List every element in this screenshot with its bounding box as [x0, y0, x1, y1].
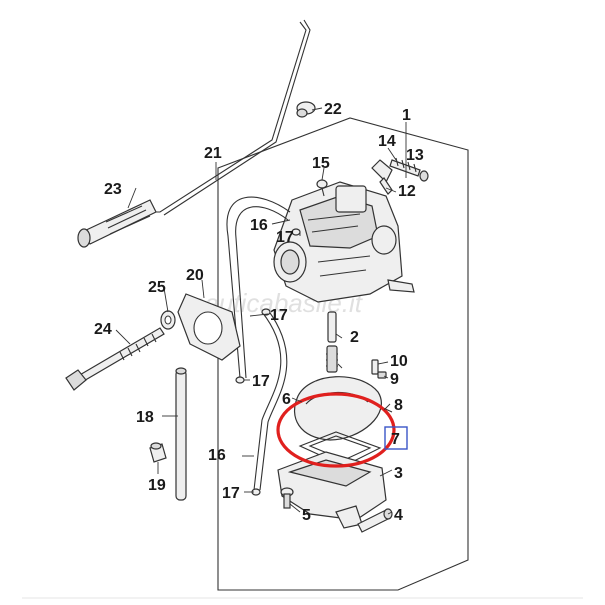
callout-4: 4 — [394, 507, 403, 524]
carburetor-body — [273, 159, 415, 303]
callout-20: 20 — [186, 267, 204, 284]
callout-17-bottom: 17 — [222, 485, 240, 502]
highlight-box — [384, 426, 408, 450]
callout-18: 18 — [136, 409, 154, 426]
callout-22: 22 — [324, 101, 342, 118]
intake-gasket — [177, 293, 241, 361]
choke-rod-shadow — [163, 19, 311, 216]
callout-21: 21 — [204, 145, 222, 162]
vent-tube — [175, 367, 187, 501]
pilot-screw-set — [379, 157, 429, 195]
callout-6: 6 — [282, 391, 291, 408]
float — [293, 376, 382, 441]
callout-24: 24 — [94, 321, 112, 338]
callout-3: 3 — [394, 465, 403, 482]
callout-23: 23 — [104, 181, 122, 198]
callout-12: 12 — [398, 183, 416, 200]
callout-15: 15 — [312, 155, 330, 172]
callout-13: 13 — [406, 147, 424, 164]
chamber-screw — [280, 487, 294, 509]
callout-17-hose: 17 — [270, 307, 288, 324]
callout-19: 19 — [148, 477, 166, 494]
fuel-hose-upper-inner — [235, 206, 289, 379]
assembly-boundary — [217, 117, 469, 591]
callout-17-mid: 17 — [252, 373, 270, 390]
callout-14: 14 — [378, 133, 396, 150]
hose-clip-d — [261, 308, 271, 316]
callout-17-carb: 17 — [276, 229, 294, 246]
leader-lines — [115, 107, 407, 515]
tube-clip — [149, 442, 167, 463]
long-bolt — [65, 327, 165, 391]
callout-9: 9 — [390, 371, 399, 388]
fuel-hose-upper — [226, 196, 291, 379]
callout-7: 7 — [391, 431, 400, 448]
callout-10: 10 — [390, 353, 408, 370]
hose-clip-a — [235, 376, 245, 384]
highlight-ring — [276, 392, 396, 468]
callout-labels: 1 2 3 4 5 6 7 8 9 10 12 13 14 15 16 16 1… — [94, 101, 424, 524]
rod-clip — [296, 101, 316, 118]
callout-16-upper: 16 — [250, 217, 268, 234]
fuel-hose-lower-inner — [259, 309, 288, 491]
callout-2: 2 — [350, 329, 359, 346]
callout-5: 5 — [302, 507, 311, 524]
choke-knob — [77, 199, 157, 248]
callout-25: 25 — [148, 279, 166, 296]
float-pin-set — [371, 359, 387, 379]
fuel-hose-lower — [253, 311, 282, 491]
washer — [160, 310, 176, 330]
callout-1: 1 — [402, 107, 411, 124]
callout-8: 8 — [394, 397, 403, 414]
float-chamber — [277, 451, 387, 529]
main-nozzle — [326, 311, 338, 373]
callout-16-lower: 16 — [208, 447, 226, 464]
